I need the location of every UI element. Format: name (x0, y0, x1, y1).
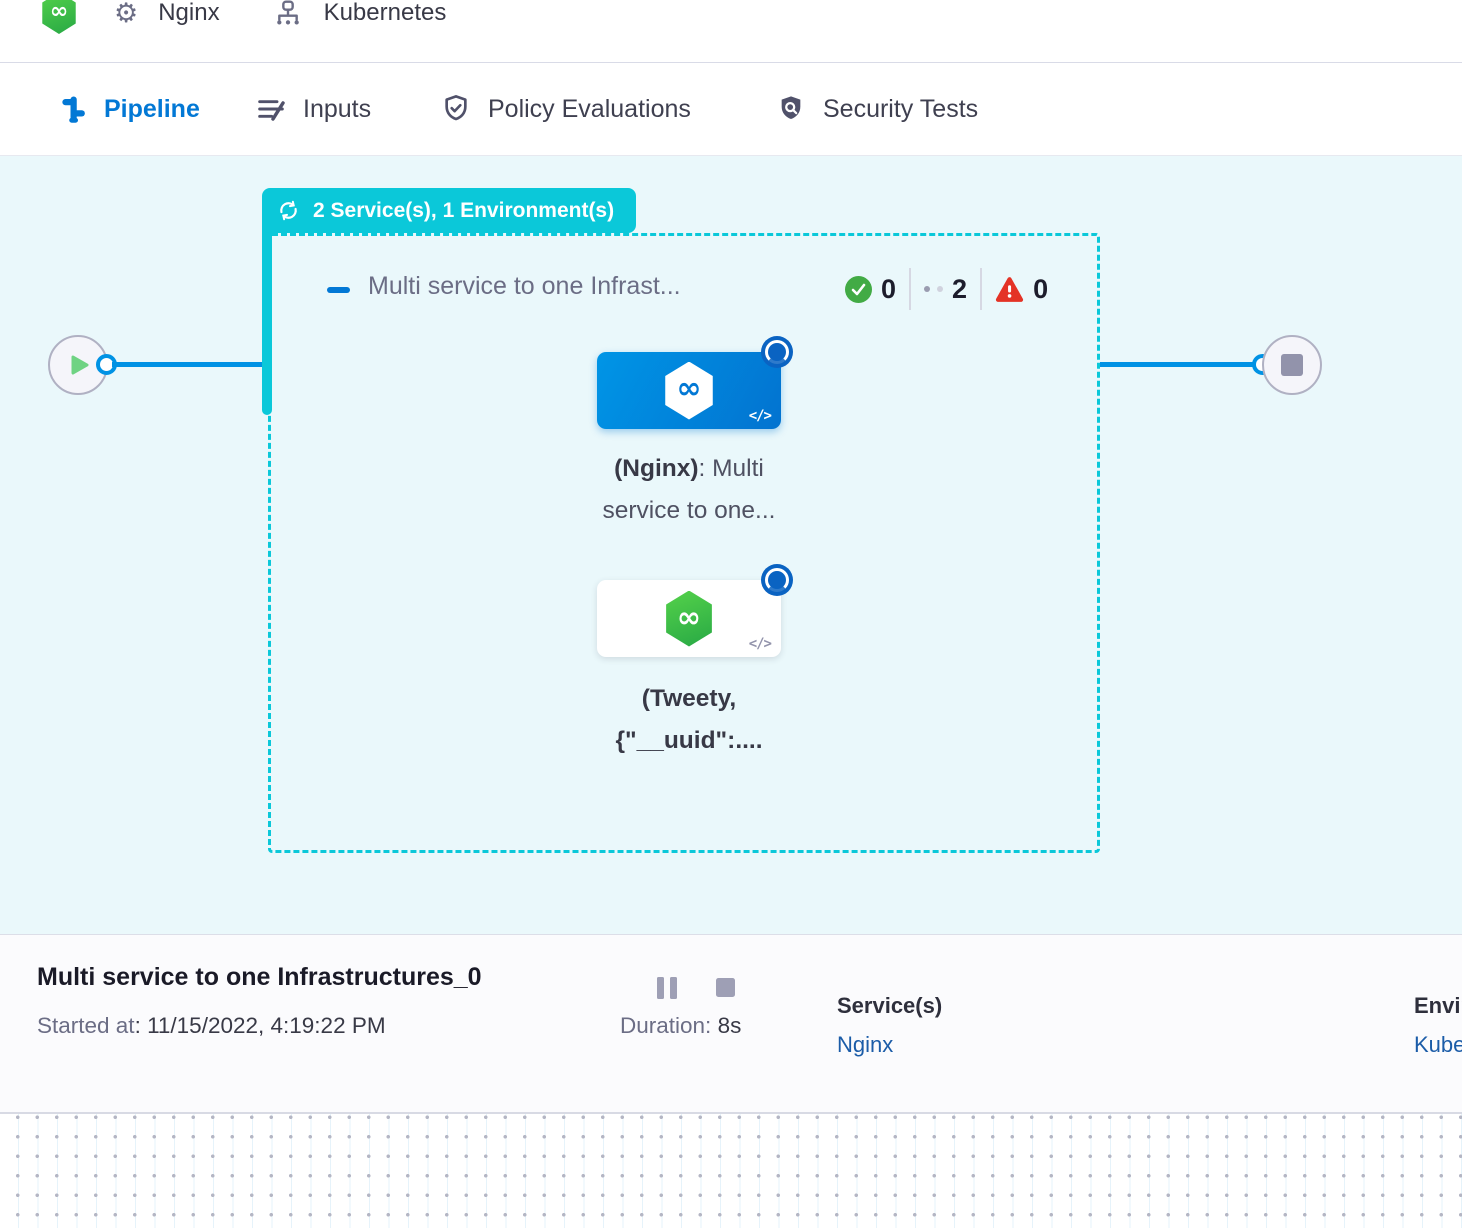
running-status-icon (924, 286, 944, 292)
stage-card-tweety[interactable]: ∞ </> (597, 564, 793, 657)
services-column: Service(s) Nginx (837, 993, 942, 1058)
started-at-value: : 11/15/2022, 4:19:22 PM (134, 1013, 386, 1038)
stage-name-bold: (Tweety, {"__uuid":.... (615, 685, 763, 754)
pipeline-start-node[interactable] (48, 335, 108, 395)
code-template-icon: </> (748, 408, 772, 424)
tab-security-tests[interactable]: Security Tests (775, 63, 978, 155)
environments-label: Environment(s) (1414, 993, 1462, 1018)
environment-name-label: Kubernetes (323, 0, 447, 26)
tab-pipeline[interactable]: Pipeline (58, 63, 200, 155)
infinity-glyph: ∞ (676, 371, 702, 406)
infinity-glyph: ∞ (49, 0, 69, 24)
stage-card-nginx-label: (Nginx): Multi service to one... (578, 448, 800, 532)
running-spinner-icon (761, 564, 793, 596)
edge-start-to-stage (112, 362, 264, 367)
entity-header-bar: ∞ ⚙ Nginx Kubernetes (0, 0, 1462, 62)
failed-count: 0 (1033, 273, 1049, 304)
stage-card-tweety-label: (Tweety, {"__uuid":.... (578, 678, 800, 762)
services-value-link[interactable]: Nginx (837, 1032, 894, 1057)
execution-title: Multi service to one Infrastructures_0 (37, 963, 482, 991)
loop-left-strip (262, 206, 272, 415)
service-name-label: Nginx (158, 0, 220, 26)
matrix-stage-dashed-box (268, 233, 1100, 853)
running-spinner-icon (761, 336, 793, 368)
started-at-label: Started at (37, 1013, 135, 1038)
stage-title: Multi service to one Infrast... (368, 272, 681, 300)
harness-stage-icon: ∞ (665, 361, 713, 420)
harness-stage-icon: ∞ (666, 590, 712, 647)
stage-name-rest: : Multi service to one... (602, 455, 776, 524)
tab-inputs[interactable]: Inputs (255, 63, 371, 155)
tab-pipeline-label: Pipeline (104, 94, 200, 123)
collapse-stage-icon[interactable] (327, 287, 350, 293)
abort-execution-button[interactable] (716, 978, 735, 997)
stop-square-icon (1281, 354, 1303, 376)
count-divider (980, 268, 983, 310)
shield-scan-icon (775, 93, 807, 125)
stage-name-bold: (Nginx) (614, 455, 699, 482)
infinity-glyph: ∞ (676, 599, 702, 634)
code-template-icon: </> (748, 636, 772, 652)
environments-column: Environment(s) Kubernetes (1414, 993, 1462, 1058)
environments-value-link[interactable]: Kubernetes (1414, 1032, 1462, 1057)
inputs-icon (255, 93, 287, 125)
success-status-icon (845, 275, 872, 303)
pause-bar (670, 977, 677, 999)
harness-service-logo-icon: ∞ (42, 0, 76, 34)
loop-refresh-icon (276, 198, 301, 223)
stage-card-nginx[interactable]: ∞ </> (597, 336, 793, 429)
tab-security-tests-label: Security Tests (823, 94, 979, 123)
success-count: 0 (881, 273, 897, 304)
count-divider (909, 268, 912, 310)
execution-tabbar: Pipeline Inputs Policy Evaluations (0, 62, 1462, 216)
matrix-loop-badge[interactable]: 2 Service(s), 1 Environment(s) (262, 188, 637, 233)
tab-policy-evaluations[interactable]: Policy Evaluations (440, 63, 691, 155)
services-label: Service(s) (837, 993, 943, 1018)
tab-policy-evaluations-label: Policy Evaluations (488, 94, 691, 123)
pipeline-graph-canvas[interactable]: 2 Service(s), 1 Environment(s) Multi ser… (0, 156, 1462, 934)
pipeline-icon (58, 94, 88, 124)
failed-status-icon (995, 276, 1024, 303)
stage-status-counts: 0 2 0 (845, 268, 1048, 310)
console-grid-canvas[interactable] (0, 1112, 1462, 1228)
edge-stage-to-end (1100, 362, 1258, 367)
duration-row: Duration: 8s (620, 1013, 741, 1039)
gear-icon: ⚙ (114, 0, 139, 29)
environment-cluster-icon (272, 0, 304, 27)
started-at-row: Started at: 11/15/2022, 4:19:22 PM (37, 1013, 386, 1039)
running-count: 2 (952, 273, 968, 304)
shield-check-icon (440, 93, 472, 125)
pipeline-end-node[interactable] (1262, 335, 1322, 395)
loop-badge-label: 2 Service(s), 1 Environment(s) (313, 198, 615, 222)
pause-bar (657, 977, 664, 999)
tab-inputs-label: Inputs (303, 94, 372, 123)
pause-execution-button[interactable] (657, 977, 679, 999)
duration-label: Duration: (620, 1013, 712, 1038)
execution-summary-bar: Multi service to one Infrastructures_0 S… (0, 934, 1462, 1112)
duration-value: 8s (717, 1013, 742, 1038)
